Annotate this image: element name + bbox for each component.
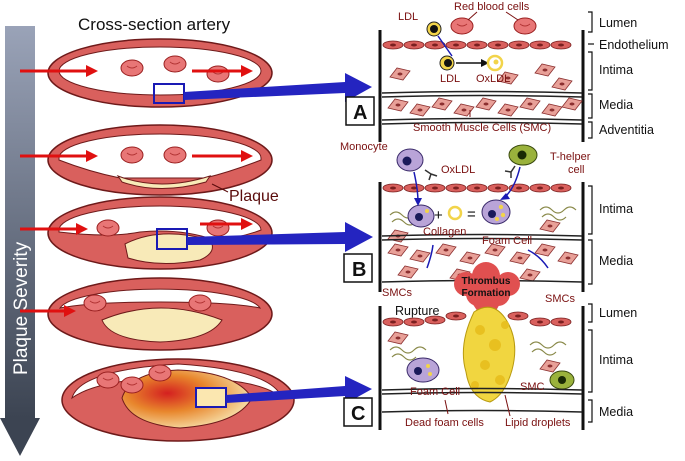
layer-media-b: Media bbox=[599, 254, 633, 268]
foam-cell-b bbox=[481, 199, 511, 225]
thrombus-label-1: Thrombus bbox=[462, 276, 511, 287]
smc-label-c: SMC bbox=[520, 381, 545, 393]
layer-labels-c: Lumen Intima Media bbox=[588, 303, 637, 423]
monocyte bbox=[396, 148, 438, 181]
oxldl-particle bbox=[486, 54, 504, 72]
foam-cell-c bbox=[406, 357, 440, 383]
artery-cross-section-4 bbox=[20, 277, 273, 351]
dead-foam-label: Dead foam cells bbox=[405, 417, 484, 429]
layer-labels-a: Lumen Endothelium Intima Media Adventiti… bbox=[588, 11, 669, 139]
endothelium-cells-a bbox=[382, 40, 572, 50]
ldl-particle-intima bbox=[439, 55, 455, 71]
smc-label: Smooth Muscle Cells (SMC) bbox=[413, 122, 551, 134]
panel-b-letter: B bbox=[352, 259, 366, 281]
t-helper-cell bbox=[504, 144, 538, 178]
foam-cell-label-b: Foam Cell bbox=[482, 235, 532, 247]
ldl-intima-label: LDL bbox=[440, 73, 460, 85]
red-blood-cells-label: Red blood cells bbox=[454, 1, 530, 13]
layer-labels-b: Intima Media bbox=[588, 185, 633, 285]
panel-c: Thrombus Formation bbox=[343, 262, 585, 430]
oxldl-label-b: OxLDL bbox=[441, 164, 475, 176]
zoom-arrow-c bbox=[226, 376, 372, 404]
zoom-arrow-a bbox=[184, 73, 372, 102]
smc-c bbox=[549, 370, 575, 390]
oxldl-label: OxLDL bbox=[476, 73, 510, 85]
oxldl-particle-b bbox=[447, 205, 463, 221]
left-title: Cross-section artery bbox=[78, 15, 231, 34]
layer-endothelium-a: Endothelium bbox=[599, 38, 669, 52]
layer-lumen-a: Lumen bbox=[599, 16, 637, 30]
monocyte-label: Monocyte bbox=[340, 141, 388, 153]
endothelium-cells-b bbox=[382, 183, 572, 193]
layer-lumen-c: Lumen bbox=[599, 306, 637, 320]
artery-cross-section-5 bbox=[61, 358, 295, 442]
t-helper-cell-label: cell bbox=[568, 164, 585, 176]
zoom-arrow-b bbox=[187, 222, 373, 252]
panel-b: + = bbox=[340, 141, 591, 305]
lipid-droplets-label: Lipid droplets bbox=[505, 417, 571, 429]
layer-adventitia-a: Adventitia bbox=[599, 123, 654, 137]
t-helper-label: T-helper bbox=[550, 151, 591, 163]
severity-label: Plaque Severity bbox=[11, 241, 32, 375]
panel-c-letter: C bbox=[351, 403, 365, 425]
layer-media-c: Media bbox=[599, 405, 633, 419]
panel-a: LDL Red blood cells LDL OxLDL Smooth Mus… bbox=[345, 1, 585, 142]
lipid-core bbox=[462, 306, 516, 403]
foam-cell-label-c: Foam Cell bbox=[410, 386, 460, 398]
collagen-label: Collagen bbox=[423, 226, 466, 238]
artery-cross-section-1 bbox=[20, 38, 273, 108]
smcs-left-label: SMCs bbox=[382, 287, 412, 299]
smcs-right-label: SMCs bbox=[545, 293, 575, 305]
svg-text:=: = bbox=[467, 206, 476, 223]
layer-intima-a: Intima bbox=[599, 63, 633, 77]
svg-text:+: + bbox=[434, 207, 443, 224]
ldl-particle bbox=[426, 21, 442, 37]
thrombus-cloud bbox=[454, 262, 520, 318]
panel-a-letter: A bbox=[353, 102, 367, 124]
artery-cross-section-2 bbox=[20, 124, 273, 196]
thrombus-label-2: Formation bbox=[462, 288, 511, 299]
plaque-severity-arrow: Plaque Severity bbox=[0, 26, 40, 456]
layer-intima-c: Intima bbox=[599, 353, 633, 367]
layer-media-a: Media bbox=[599, 98, 633, 112]
layer-intima-b: Intima bbox=[599, 202, 633, 216]
artery-cross-section-3 bbox=[20, 196, 273, 270]
ldl-label: LDL bbox=[398, 11, 418, 23]
foam-cell-b-left bbox=[407, 204, 435, 228]
rupture-label: Rupture bbox=[395, 304, 440, 318]
plaque-label: Plaque bbox=[229, 188, 279, 205]
